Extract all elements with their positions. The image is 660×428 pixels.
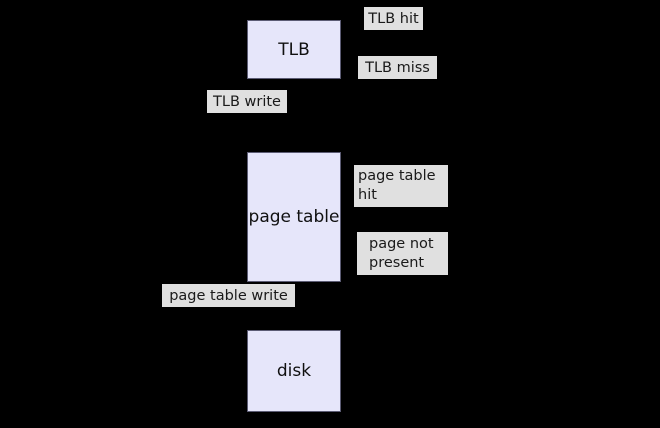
edge-label-page-not-present: page not present (357, 232, 448, 275)
edge-label-tlb-hit: TLB hit (364, 7, 423, 30)
edge-label-page-table-hit: page table hit (354, 165, 448, 207)
edge-label-page-table-write: page table write (162, 284, 295, 307)
edge-label-tlb-write: TLB write (207, 90, 287, 113)
edge-label-line: hit (358, 187, 377, 203)
node-page-table: page table (247, 152, 341, 282)
edge-label-line: present (369, 254, 425, 271)
edge-label-tlb-miss: TLB miss (358, 56, 437, 79)
edge-label-line: page not (369, 235, 434, 252)
node-disk: disk (247, 330, 341, 412)
edge-label-line: page table (358, 168, 436, 184)
node-tlb: TLB (247, 20, 341, 79)
